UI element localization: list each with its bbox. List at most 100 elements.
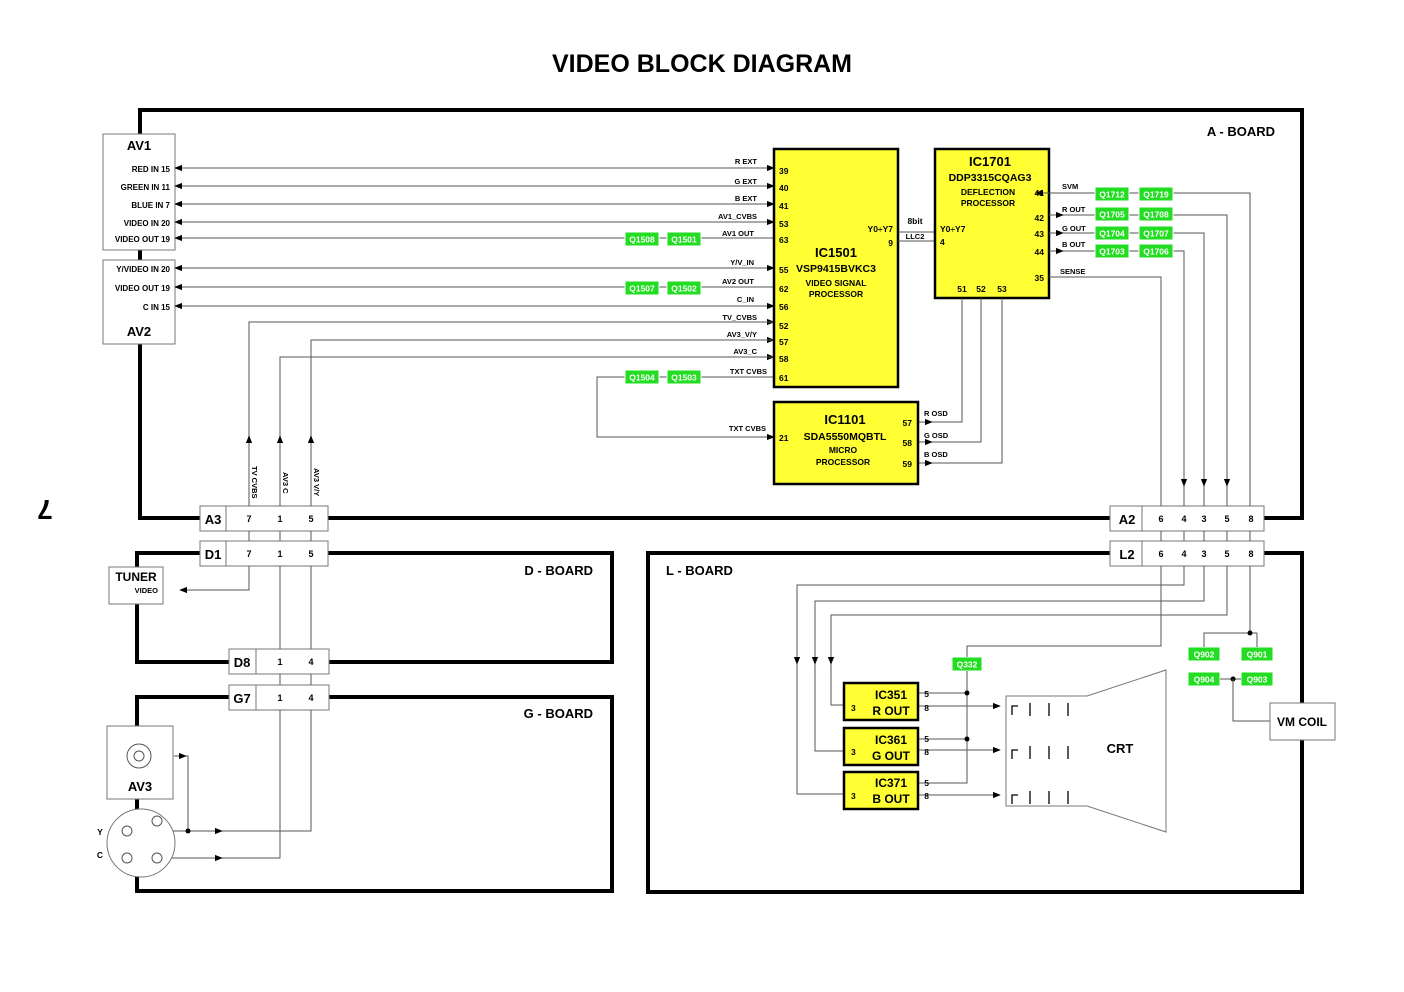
av3-title: AV3 [128, 779, 152, 794]
ic1701-signal: SVM [1062, 182, 1078, 191]
transistor-q1703: Q1703 [1094, 243, 1130, 259]
ic1501-pin: 58 [779, 354, 789, 364]
ic1701-pin: 44 [1035, 247, 1045, 257]
ic1501-desc: PROCESSOR [809, 289, 863, 299]
ic371-chip: IC371 B OUT 3 5 8 [842, 770, 929, 811]
av3-tv-wires: TV CVBS AV3 C AV3 V/Y [245, 321, 774, 541]
svg-text:Q1704: Q1704 [1099, 229, 1125, 239]
connector-pin: 3 [1201, 549, 1206, 559]
connector-g7-label: G7 [233, 691, 250, 706]
ic1101-signal: R OSD [924, 409, 948, 418]
ic1701-signal: B OUT [1062, 240, 1086, 249]
connector-pin: 1 [277, 693, 282, 703]
vertical-signal-label: TV CVBS [250, 466, 259, 499]
av3-c-label: C [97, 850, 103, 860]
ic1101-desc: MICRO [829, 445, 858, 455]
ic1501-signal: G EXT [734, 177, 757, 186]
av2-pin: VIDEO OUT 19 [115, 284, 171, 293]
a-board-label: A - BOARD [1207, 124, 1275, 139]
transistor-q1707: Q1707 [1138, 225, 1174, 241]
ic1501-signal: AV1 OUT [722, 229, 754, 238]
transistor-q1503: Q1503 [666, 369, 702, 385]
svg-text:Q1504: Q1504 [629, 373, 655, 383]
transistor-q901: Q901 [1240, 646, 1274, 662]
tuner-name: TUNER [115, 570, 157, 584]
vm-coil-label: VM COIL [1277, 715, 1327, 729]
transistor-q1508: Q1508 [624, 231, 660, 247]
ic1701-in-pin: 4 [940, 237, 945, 247]
svg-text:Q1503: Q1503 [671, 373, 697, 383]
ic1501-pin: 57 [779, 337, 789, 347]
svg-text:Q904: Q904 [1194, 675, 1215, 685]
ic1501-pin: 40 [779, 183, 789, 193]
l-board-label: L - BOARD [666, 563, 733, 578]
g-board: G - BOARD [135, 695, 614, 893]
ic1501-input-arrows [760, 164, 775, 361]
ic1701-pin: 52 [976, 284, 986, 294]
ic1501-signal: AV3_C [733, 347, 757, 356]
ic1501-out-label: Y0÷Y7 [868, 224, 894, 234]
vertical-signal-label: AV3 V/Y [312, 468, 321, 496]
svg-text:Q1712: Q1712 [1099, 190, 1125, 200]
connector-a2: A2 6 4 3 5 8 [1109, 505, 1265, 532]
av1-pin: VIDEO IN 20 [124, 219, 171, 228]
transistor-q1501: Q1501 [666, 231, 702, 247]
ic1501-signal: AV2 OUT [722, 277, 754, 286]
transistor-q1504: Q1504 [624, 369, 660, 385]
ic361-pin: 5 [924, 734, 929, 744]
transistor-q1502: Q1502 [666, 280, 702, 296]
svg-text:Q902: Q902 [1194, 650, 1215, 660]
ic1101-desc: PROCESSOR [816, 457, 870, 467]
ic1701-signal: G OUT [1062, 224, 1086, 233]
svg-text:Q1507: Q1507 [629, 284, 655, 294]
connector-pin: 5 [1224, 514, 1229, 524]
ic1101-chip: IC1101 SDA5550MQBTL MICRO PROCESSOR 21 T… [729, 400, 949, 486]
connector-d1: D1 7 1 5 [199, 540, 329, 567]
av-input-wires [174, 164, 774, 310]
ic351-label: R OUT [872, 704, 910, 718]
connector-pin: 1 [277, 549, 282, 559]
transistor-q332: Q332 [951, 656, 983, 672]
transistor-q1704: Q1704 [1094, 225, 1130, 241]
connector-a3: A3 7 1 5 [199, 505, 329, 532]
ic1501-pin: 62 [779, 284, 789, 294]
svg-text:Q1508: Q1508 [629, 235, 655, 245]
av2-pin: C IN 15 [143, 303, 171, 312]
ic1701-desc: DEFLECTION [961, 187, 1015, 197]
ic1701-chip: IC1701 DDP3315CQAG3 DEFLECTION PROCESSOR… [933, 147, 1086, 300]
ic361-label: G OUT [872, 749, 911, 763]
ic1501-signal: R EXT [735, 157, 758, 166]
svg-text:Q332: Q332 [957, 660, 978, 670]
ic1501-pin: 63 [779, 235, 789, 245]
ic351-pin: 3 [851, 703, 856, 713]
svg-text:Q1703: Q1703 [1099, 247, 1125, 257]
connector-pin: 4 [1181, 549, 1186, 559]
svg-text:Q1705: Q1705 [1099, 210, 1125, 220]
ic1501-pin: 52 [779, 321, 789, 331]
connector-pin: 5 [308, 514, 313, 524]
av2-title: AV2 [127, 324, 151, 339]
crt-tube: CRT [1005, 669, 1167, 833]
lower-left-wires [160, 566, 312, 862]
ic1501-signal: TV_CVBS [722, 313, 757, 322]
transistor-q1712: Q1712 [1094, 186, 1130, 202]
osd-wires [918, 298, 1003, 467]
av3-svideo-connector: Y C [97, 808, 176, 878]
transistor-q1708: Q1708 [1138, 206, 1174, 222]
connector-pin: 5 [308, 549, 313, 559]
a-board: A - BOARD [138, 108, 1304, 520]
ic1101-signal: G OSD [924, 431, 949, 440]
connector-pin: 6 [1158, 549, 1163, 559]
ic1501-desc: VIDEO SIGNAL [806, 278, 867, 288]
connector-d8-label: D8 [234, 655, 251, 670]
ic1501-pin: 39 [779, 166, 789, 176]
connector-pin: 3 [1201, 514, 1206, 524]
connector-d8: D8 1 4 [228, 648, 330, 675]
vertical-signal-label: AV3 C [281, 472, 290, 494]
svg-text:Q903: Q903 [1247, 675, 1268, 685]
connector-a2-label: A2 [1119, 512, 1136, 527]
page-title: VIDEO BLOCK DIAGRAM [552, 50, 852, 78]
ic1701-signal: R OUT [1062, 205, 1086, 214]
ic1101-pin: 58 [903, 438, 913, 448]
connector-pin: 4 [1181, 514, 1186, 524]
